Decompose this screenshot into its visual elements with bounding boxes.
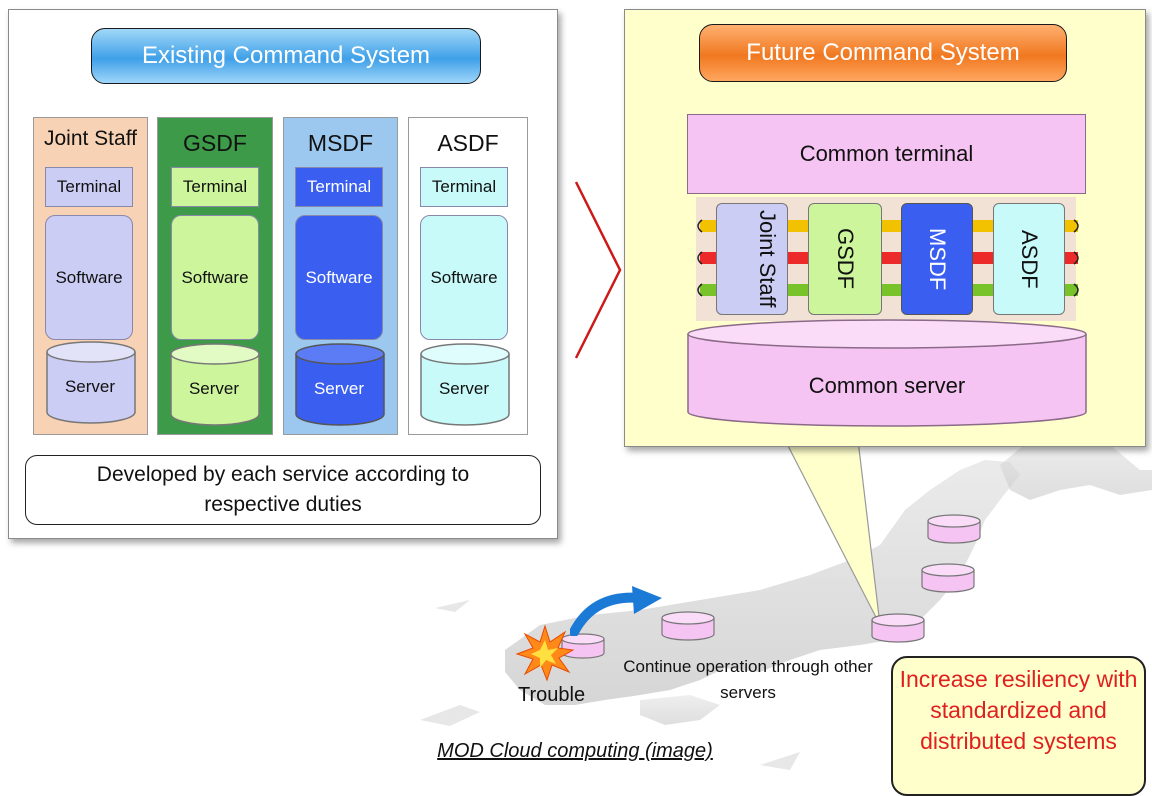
map-server-icon: [921, 563, 975, 593]
gsdf-server-label: Server: [188, 379, 240, 398]
map-server-icon: [661, 611, 715, 641]
jointstaff-server-label: Server: [64, 377, 116, 396]
callout-pointer: [784, 440, 881, 626]
common-terminal-box: Common terminal: [687, 114, 1086, 194]
common-server-cylinder: [687, 319, 1087, 427]
msdf-software: Software: [295, 215, 383, 340]
existing-caption-text: Developed by each service according to r…: [96, 463, 470, 516]
asdf-server-cylinder: [420, 343, 510, 426]
asdf-software: Software: [420, 215, 508, 340]
msdf-column-heading: MSDF: [307, 129, 374, 156]
transition-arrow-icon: [574, 181, 622, 359]
gsdf-terminal: Terminal: [171, 167, 259, 207]
common-terminal-label: Common terminal: [799, 141, 974, 166]
future-gsdf-label: GSDF: [833, 228, 858, 290]
future-asdf-label: ASDF: [1017, 229, 1042, 289]
gsdf-column-heading: GSDF: [183, 129, 247, 156]
continue-operation-label: Continue operation through other servers: [612, 653, 884, 707]
trouble-label: Trouble: [518, 684, 586, 706]
existing-title-text: Existing Command System: [141, 42, 431, 69]
jointstaff-column-heading: Joint Staff: [43, 127, 137, 150]
existing-system-title: Existing Command System: [91, 28, 481, 84]
resiliency-callout: Increase resiliency with standardized an…: [891, 656, 1146, 796]
figure-caption: MOD Cloud computing (image): [437, 740, 713, 762]
service-connector-cables: [697, 219, 1079, 297]
gsdf-server-cylinder: [170, 343, 260, 426]
resiliency-text: Increase resiliency with standardized an…: [899, 666, 1138, 754]
asdf-column-heading: ASDF: [437, 129, 499, 156]
asdf-server-label: Server: [438, 379, 490, 398]
map-server-icon: [871, 613, 925, 643]
jointstaff-terminal: Terminal: [45, 167, 133, 207]
future-title-text: Future Command System: [746, 39, 1020, 66]
msdf-server-cylinder: [295, 343, 385, 426]
future-msdf-label: MSDF: [925, 227, 950, 291]
future-msdf-block: MSDF: [901, 203, 973, 315]
existing-caption-box: Developed by each service according to r…: [25, 455, 541, 525]
gsdf-software: Software: [171, 215, 259, 340]
future-asdf-block: ASDF: [993, 203, 1065, 315]
map-server-icon: [927, 514, 981, 544]
future-jointstaff-block: Joint Staff: [716, 203, 788, 315]
failover-arrow-icon: [570, 586, 662, 636]
jointstaff-software: Software: [45, 215, 133, 340]
msdf-server-label: Server: [313, 379, 365, 398]
future-system-title: Future Command System: [699, 24, 1067, 82]
msdf-terminal: Terminal: [295, 167, 383, 207]
trouble-explosion-icon: [515, 624, 575, 682]
continue-operation-text: Continue operation through other servers: [623, 657, 873, 702]
future-jointstaff-label: Joint Staff: [755, 210, 780, 308]
future-gsdf-block: GSDF: [808, 203, 882, 315]
common-server-label: Common server: [808, 373, 966, 398]
asdf-terminal: Terminal: [420, 167, 508, 207]
japan-map: [420, 430, 1152, 770]
jointstaff-server-cylinder: [46, 341, 136, 424]
